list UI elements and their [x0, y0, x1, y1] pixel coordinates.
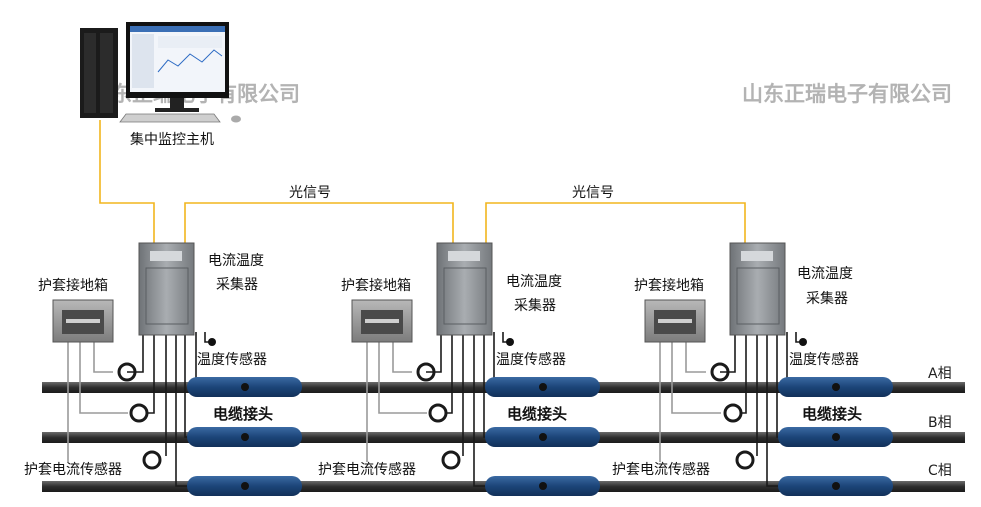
collector-label1-1: 电流温度: [208, 253, 264, 269]
watermark-right: 山东正瑞电子有限公司: [742, 82, 952, 106]
keyboard-icon: [119, 113, 241, 123]
temp-sensor-label-3: 温度传感器: [789, 351, 859, 368]
fiber-link-2: [485, 202, 746, 245]
collector-label2-1: 采集器: [216, 276, 258, 293]
joint-dot-1-a: [241, 383, 249, 391]
sheath-sensor-label-1: 护套电流传感器: [24, 461, 122, 478]
joint-dot-3-c: [832, 482, 840, 490]
joint-dot-1-b: [241, 433, 249, 441]
host-label: 集中监控主机: [130, 131, 214, 148]
joint-dot-2-a: [539, 383, 547, 391]
joint-label-2: 电缆接头: [507, 405, 567, 423]
joint-dot-2-b: [539, 433, 547, 441]
fiber-label-1: 光信号: [289, 185, 331, 201]
temp-sensor-dot-2: [506, 338, 514, 346]
grounding-box-3: [644, 299, 706, 343]
grounding-box-2: [351, 299, 413, 343]
collector-1: [138, 242, 195, 336]
monitoring-unit-3: 护套接地箱 电流温度 采集器 温度传感器 电缆接头 护套电流传感器: [612, 242, 893, 496]
joint-dot-3-a: [832, 383, 840, 391]
phase-label-b: B相: [928, 415, 952, 431]
fiber-label-2: 光信号: [572, 185, 614, 201]
monitor-icon: [126, 22, 229, 112]
monitoring-host: 集中监控主机: [80, 22, 241, 148]
grounding-box-label-1: 护套接地箱: [38, 277, 108, 294]
ct-sensor-icon: [710, 362, 755, 470]
fiber-link-1: [184, 202, 454, 245]
joint-dot-3-b: [832, 433, 840, 441]
fiber-links: [99, 120, 746, 245]
joint-label-1: 电缆接头: [213, 405, 273, 423]
phase-label-a: A相: [928, 366, 952, 382]
ct-sensor-icon: [117, 362, 162, 470]
grounding-box-label-3: 护套接地箱: [634, 277, 704, 294]
grounding-box-1: [52, 299, 114, 343]
pc-tower-icon: [80, 28, 118, 118]
collector-label2-3: 采集器: [806, 290, 848, 307]
sheath-sensor-label-2: 护套电流传感器: [318, 461, 416, 478]
collector-label2-2: 采集器: [514, 297, 556, 314]
monitoring-unit-2: 护套接地箱 电流温度 采集器 温度传感器 电缆接头 护套电流传感器: [318, 242, 600, 496]
joint-dot-1-c: [241, 482, 249, 490]
temp-sensor-dot-1: [208, 338, 216, 346]
temp-sensor-label-2: 温度传感器: [496, 351, 566, 368]
temp-sensor-label-1: 温度传感器: [197, 351, 267, 368]
collector-label1-2: 电流温度: [506, 274, 562, 290]
grounding-box-label-2: 护套接地箱: [341, 277, 411, 294]
fiber-host-link: [99, 120, 155, 245]
ct-sensor-icon: [416, 362, 461, 470]
temp-sensor-dot-3: [799, 338, 807, 346]
joint-dot-2-c: [539, 482, 547, 490]
joint-label-3: 电缆接头: [802, 405, 862, 423]
collector-3: [729, 242, 786, 336]
sheath-sensor-label-3: 护套电流传感器: [612, 461, 710, 478]
monitoring-unit-1: 护套接地箱 电流温度 采集器 温度传感器 电缆接头 护套电流传感器: [24, 242, 302, 496]
phase-label-c: C相: [928, 463, 952, 479]
collector-label1-3: 电流温度: [797, 266, 853, 282]
collector-2: [436, 242, 493, 336]
